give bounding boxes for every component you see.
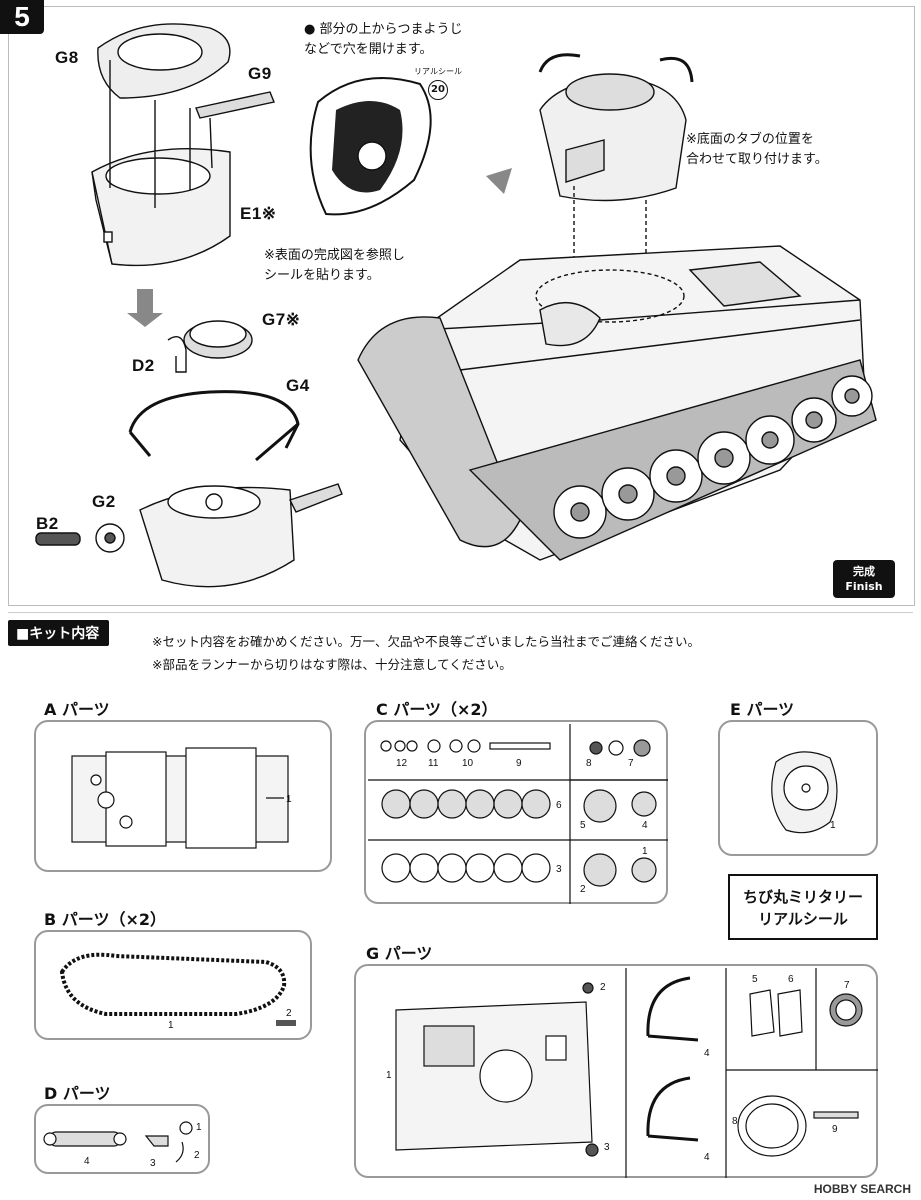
c-part-num-11: 11 xyxy=(428,758,439,769)
e-parts-title: E パーツ xyxy=(730,700,795,719)
g-part-num-1: 1 xyxy=(386,1070,392,1081)
d-part-num-1: 1 xyxy=(196,1122,202,1133)
a-parts-title: A パーツ xyxy=(44,700,110,719)
g-part-num-5: 5 xyxy=(752,974,758,985)
label-b2: B2 xyxy=(36,514,59,533)
note-sticker: ※表面の完成図を参照し シールを貼ります。 xyxy=(264,248,405,283)
c-part-num-5: 5 xyxy=(580,820,586,831)
kit-note-1: ※セット内容をお確かめください。万一、欠品や不良等ございましたら当社までご連絡く… xyxy=(152,634,700,649)
c-part-num-1: 1 xyxy=(642,846,648,857)
section-divider xyxy=(8,612,913,613)
d-part-num-3: 3 xyxy=(150,1158,156,1169)
e-part-num-1: 1 xyxy=(830,820,836,831)
finish-badge: 完成 Finish xyxy=(833,560,895,598)
g-part-num-9: 9 xyxy=(832,1124,838,1135)
a-parts-panel: 1 xyxy=(34,720,332,872)
g-part-num-4b: 4 xyxy=(704,1152,710,1163)
label-g8: G8 xyxy=(55,48,79,67)
g-part-num-3: 3 xyxy=(604,1142,610,1153)
kit-contents-title: ■キット内容 xyxy=(8,620,110,646)
label-g2: G2 xyxy=(92,492,116,511)
label-g7: G7※ xyxy=(262,310,301,329)
label-d2: D2 xyxy=(132,356,155,375)
b-part-num-2: 2 xyxy=(286,1008,292,1019)
g-part-num-7: 7 xyxy=(844,980,850,991)
c-part-num-12: 12 xyxy=(396,758,408,769)
g-parts-panel: 1 2 3 4 4 5 6 7 8 9 xyxy=(354,964,878,1178)
d-part-num-4: 4 xyxy=(84,1156,90,1167)
c-parts-title: C パーツ（×2） xyxy=(376,700,498,719)
real-seal-label: ちび丸ミリタリー リアルシール xyxy=(728,874,878,940)
g-part-num-4a: 4 xyxy=(704,1048,710,1059)
label-g9: G9 xyxy=(248,64,272,83)
c-part-num-8: 8 xyxy=(586,758,592,769)
g-part-num-6: 6 xyxy=(788,974,794,985)
c-parts-panel: 12 11 10 9 8 7 6 5 4 3 2 1 xyxy=(364,720,668,904)
c-part-num-4: 4 xyxy=(642,820,648,831)
b-part-num-1: 1 xyxy=(168,1020,174,1031)
g-part-num-2: 2 xyxy=(600,982,606,993)
step-number-badge: 5 xyxy=(0,0,44,34)
kit-contents-header: ■キット内容 xyxy=(8,620,110,646)
turret-exploded-illustration xyxy=(35,23,877,588)
kit-note-2: ※部品をランナーから切りはなす際は、十分注意してください。 xyxy=(152,657,512,672)
watermark: HOBBY SEARCH xyxy=(813,1182,911,1196)
c-part-num-9: 9 xyxy=(516,758,522,769)
c-part-num-3: 3 xyxy=(556,864,562,875)
note-tab: ※底面のタブの位置を 合わせて取り付けます。 xyxy=(686,132,828,167)
g-parts-title: G パーツ xyxy=(366,944,433,963)
c-part-num-2: 2 xyxy=(580,884,586,895)
a-part-num-1: 1 xyxy=(286,794,292,805)
c-part-num-6: 6 xyxy=(556,800,562,811)
step-5-frame xyxy=(8,6,915,606)
g-part-num-8: 8 xyxy=(732,1116,738,1127)
sticker-ref: リアルシール 20 xyxy=(408,66,468,100)
e-parts-panel: 1 xyxy=(718,720,878,856)
d-part-num-2: 2 xyxy=(194,1150,200,1161)
c-part-num-10: 10 xyxy=(462,758,474,769)
d-parts-title: D パーツ xyxy=(44,1084,111,1103)
b-parts-title: B パーツ（×2） xyxy=(44,910,166,929)
d-parts-panel: 4 3 1 2 xyxy=(34,1104,210,1174)
b-parts-panel: 1 2 xyxy=(34,930,312,1040)
label-g4: G4 xyxy=(286,376,310,395)
note-hole: ● 部分の上からつまようじ などで穴を開けます。 xyxy=(304,22,463,57)
label-e1: E1※ xyxy=(240,204,277,223)
sticker-number: 20 xyxy=(428,80,448,100)
c-part-num-7: 7 xyxy=(628,758,634,769)
